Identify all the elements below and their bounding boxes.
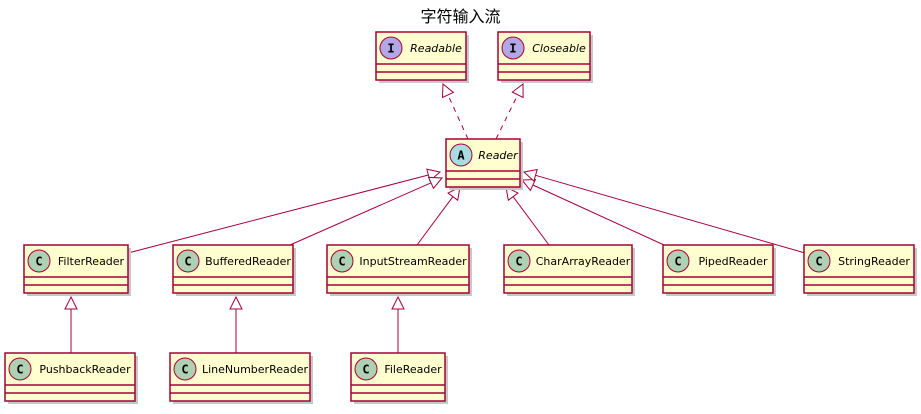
class-box-inputstreamreader[interactable]: C InputStreamReader — [326, 244, 472, 296]
class-name: Reader — [478, 149, 519, 162]
edge-line — [447, 94, 469, 140]
class-box-filereader[interactable]: C FileReader — [350, 352, 448, 404]
edge-filterreader-to-reader — [127, 168, 442, 254]
edge-pipedreader-to-reader — [520, 179, 665, 246]
class-box-closeable[interactable]: I Closeable — [497, 31, 593, 83]
abstract-badge-icon: A — [449, 143, 473, 167]
class-name: PipedReader — [698, 255, 768, 268]
class-name: FilterReader — [58, 255, 125, 268]
class-box-bufferedreader[interactable]: C BufferedReader — [172, 244, 296, 296]
hollow-arrowhead-icon — [64, 295, 78, 310]
badge-letter: C — [181, 363, 188, 377]
edge-line — [512, 196, 550, 246]
class-badge-icon: C — [807, 249, 831, 273]
hollow-arrowhead-icon — [391, 295, 405, 310]
badge-letter: C — [16, 363, 23, 377]
class-badge-icon: C — [8, 357, 32, 381]
diagram-title: 字符输入流 — [420, 7, 501, 26]
class-box-chararrayreader[interactable]: C CharArrayReader — [503, 244, 635, 296]
interface-badge-icon: I — [379, 36, 403, 60]
class-name: PushbackReader — [39, 363, 131, 376]
class-box-pushbackreader[interactable]: C PushbackReader — [4, 352, 138, 404]
class-badge-icon: C — [176, 249, 200, 273]
badge-letter: C — [674, 255, 681, 269]
class-badge-icon: C — [27, 249, 51, 273]
class-box-stringreader[interactable]: C StringReader — [803, 244, 917, 296]
hollow-arrowhead-icon — [427, 176, 444, 190]
class-badge-icon: C — [354, 357, 378, 381]
hollow-arrowhead-icon — [447, 186, 461, 202]
edge-line — [127, 174, 429, 254]
edge-bufferedreader-to-reader — [289, 176, 444, 246]
badge-letter: C — [515, 255, 522, 269]
edges-layer — [64, 82, 806, 353]
class-badge-icon: C — [173, 357, 197, 381]
badge-letter: C — [815, 255, 822, 269]
edge-line — [289, 182, 432, 246]
edge-reader-to-closeable — [495, 82, 524, 140]
badge-letter: A — [457, 149, 465, 163]
class-name: Readable — [410, 42, 462, 55]
edge-pushbackreader-to-filterreader — [64, 295, 78, 353]
badge-letter: C — [338, 255, 345, 269]
hollow-arrowhead-icon — [505, 186, 519, 202]
edge-line — [532, 184, 665, 246]
edge-chararrayreader-to-reader — [505, 186, 550, 246]
edge-line — [535, 174, 806, 254]
class-name: Closeable — [532, 42, 586, 55]
hollow-arrowhead-icon — [511, 82, 524, 99]
interface-badge-icon: I — [501, 36, 525, 60]
class-box-reader[interactable]: A Reader — [445, 138, 523, 190]
class-name: FileReader — [384, 363, 442, 376]
badge-letter: I — [387, 42, 394, 56]
class-name: StringReader — [838, 255, 910, 268]
hollow-arrowhead-icon — [522, 168, 538, 183]
badge-letter: I — [509, 42, 516, 56]
class-name: LineNumberReader — [202, 363, 309, 376]
badge-letter: C — [35, 255, 42, 269]
hollow-arrowhead-icon — [520, 179, 537, 192]
class-badge-icon: C — [666, 249, 690, 273]
edge-linenumberreader-to-bufferedreader — [229, 295, 243, 353]
hollow-arrowhead-icon — [229, 295, 243, 310]
badge-letter: C — [362, 363, 369, 377]
class-badge-icon: C — [507, 249, 531, 273]
class-box-linenumberreader[interactable]: C LineNumberReader — [169, 352, 313, 404]
class-badge-icon: C — [330, 249, 354, 273]
class-box-readable[interactable]: I Readable — [375, 31, 469, 83]
edge-line — [495, 94, 519, 140]
class-name: InputStreamReader — [359, 255, 467, 268]
edge-reader-to-readable — [441, 82, 469, 140]
edge-filereader-to-inputstreamreader — [391, 295, 405, 353]
edge-line — [416, 196, 454, 246]
class-box-filterreader[interactable]: C FilterReader — [23, 244, 131, 296]
class-name: BufferedReader — [205, 255, 291, 268]
edge-inputstreamreader-to-reader — [416, 186, 461, 246]
class-name: CharArrayReader — [536, 255, 631, 268]
hollow-arrowhead-icon — [441, 82, 455, 99]
edge-stringreader-to-reader — [522, 168, 806, 254]
badge-letter: C — [184, 255, 191, 269]
class-box-pipedreader[interactable]: C PipedReader — [662, 244, 776, 296]
